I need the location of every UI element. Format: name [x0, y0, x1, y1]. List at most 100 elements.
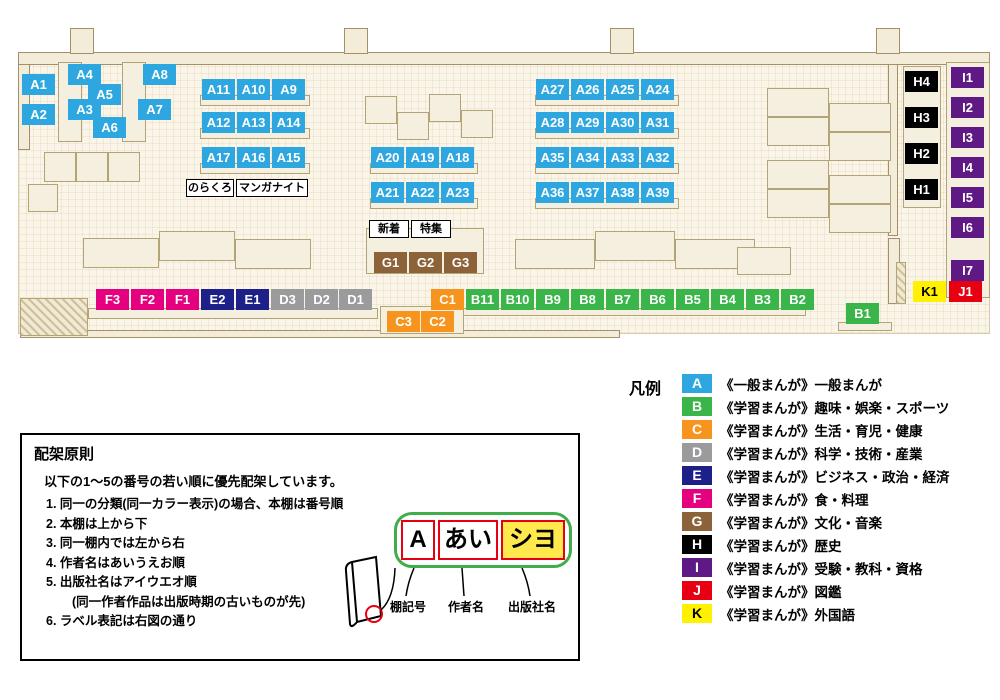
bookshelf	[767, 88, 829, 117]
legend-color-swatch: A	[682, 374, 712, 393]
shelf-label-a27: A27	[536, 79, 569, 100]
legend-item-f: F 《学習まんが》食・料理	[682, 487, 950, 510]
shelf-label-a2: A2	[22, 104, 55, 125]
label-example-diagram: A あい シヨ 棚記号 作者名 出版社名	[322, 510, 577, 660]
bookshelf	[28, 184, 58, 212]
bookshelf	[595, 231, 675, 261]
shelf-label-c1: C1	[431, 289, 464, 310]
shelf-label-b11: B11	[466, 289, 499, 310]
shelf-label-i1: I1	[951, 67, 984, 88]
principles-rule: 4. 作者名はあいうえお順	[46, 555, 185, 570]
shelf-label-b7: B7	[606, 289, 639, 310]
shelf-label-i7: I7	[951, 260, 984, 281]
shelf-label-c3: C3	[387, 311, 420, 332]
shelf-label-a9: A9	[272, 79, 305, 100]
caption-shelf-code: 棚記号	[390, 600, 427, 614]
shelf-label-h2: H2	[905, 143, 938, 164]
pointer-curve	[380, 567, 396, 611]
principles-title: 配架原則	[34, 446, 95, 463]
bookshelf	[429, 94, 461, 122]
bookshelf	[461, 110, 493, 138]
hatched-area	[896, 262, 906, 304]
shelf-label-a15: A15	[272, 147, 305, 168]
principles-rule: 2. 本棚は上から下	[46, 516, 148, 531]
shelf-label-d1: D1	[339, 289, 372, 310]
shelf-label-i5: I5	[951, 187, 984, 208]
shelf-label-b3: B3	[746, 289, 779, 310]
shelf-label-a20: A20	[371, 147, 404, 168]
shelf-label-k1: K1	[913, 281, 946, 302]
shelf-label-a12: A12	[202, 112, 235, 133]
label-captions: 棚記号 作者名 出版社名	[322, 598, 577, 618]
bookshelf	[515, 239, 595, 269]
shelf-label-a30: A30	[606, 112, 639, 133]
shelf-label-a39: A39	[641, 182, 674, 203]
shelf-label-a32: A32	[641, 147, 674, 168]
legend-color-swatch: D	[682, 443, 712, 462]
bookshelf	[737, 247, 791, 275]
legend-color-swatch: K	[682, 604, 712, 623]
shelf-label-a10: A10	[237, 79, 270, 100]
bookshelf	[767, 189, 829, 218]
shelf-label-b6: B6	[641, 289, 674, 310]
label-example: A あい シヨ	[394, 512, 572, 568]
legend-item-g: G 《学習まんが》文化・音楽	[682, 510, 950, 533]
shelf-label-g1: G1	[374, 252, 407, 273]
shelf-label-a14: A14	[272, 112, 305, 133]
wall-segment	[70, 28, 94, 54]
caption-pointer-lines	[405, 567, 531, 597]
legend-color-swatch: I	[682, 558, 712, 577]
legend-color-swatch: F	[682, 489, 712, 508]
area-label: 新着	[369, 220, 409, 238]
bookshelf	[397, 112, 429, 140]
shelf-label-a7: A7	[138, 99, 171, 120]
shelf-label-a23: A23	[441, 182, 474, 203]
book-and-arrows-graphic	[344, 555, 531, 628]
legend-item-h: H《学習まんが》歴史	[682, 533, 950, 556]
legend-item-d: D 《学習まんが》科学・技術・産業	[682, 441, 950, 464]
shelf-label-i4: I4	[951, 157, 984, 178]
legend-item-label: 《学習まんが》文化・音楽	[720, 515, 882, 531]
shelving-principles-panel: 配架原則 以下の1〜5の番号の若い順に優先配架しています。 1. 同一の分類(同…	[20, 433, 580, 661]
shelf-label-a35: A35	[536, 147, 569, 168]
legend-item-label: 《学習まんが》図鑑	[720, 584, 842, 600]
legend-item-label: 《学習まんが》食・料理	[720, 492, 869, 508]
legend-item-k: K《学習まんが》外国語	[682, 602, 950, 625]
shelf-label-a28: A28	[536, 112, 569, 133]
legend-item-label: 《学習まんが》科学・技術・産業	[720, 446, 923, 462]
shelf-label-b9: B9	[536, 289, 569, 310]
bookshelf	[365, 96, 397, 124]
shelf-label-e1: E1	[236, 289, 269, 310]
principles-rule: 6. ラベル表記は右図の通り	[46, 614, 198, 628]
shelf-label-a1: A1	[22, 74, 55, 95]
bookshelf	[829, 103, 891, 132]
legend-item-e: E 《学習まんが》ビジネス・政治・経済	[682, 464, 950, 487]
legend-color-swatch: E	[682, 466, 712, 485]
wall-segment	[20, 330, 620, 338]
shelf-label-f3: F3	[96, 289, 129, 310]
label-shelf-code: A	[401, 520, 435, 560]
shelf-label-a33: A33	[606, 147, 639, 168]
shelf-label-a36: A36	[536, 182, 569, 203]
legend-color-swatch: G	[682, 512, 712, 531]
bookshelf	[76, 152, 108, 182]
shelf-label-h4: H4	[905, 71, 938, 92]
legend-item-label: 《学習まんが》ビジネス・政治・経済	[720, 469, 950, 485]
shelf-label-b10: B10	[501, 289, 534, 310]
caption-publisher: 出版社名	[508, 600, 557, 614]
shelf-label-h1: H1	[905, 179, 938, 200]
shelf-label-a16: A16	[237, 147, 270, 168]
shelf-label-a18: A18	[441, 147, 474, 168]
legend-item-label: 《学習まんが》生活・育児・健康	[720, 423, 923, 439]
shelf-label-j1: J1	[949, 281, 982, 302]
shelf-label-i6: I6	[951, 217, 984, 238]
bookshelf	[829, 175, 891, 204]
shelf-label-a37: A37	[571, 182, 604, 203]
legend-item-label: 《学習まんが》歴史	[720, 538, 842, 554]
legend-item-c: C《学習まんが》生活・育児・健康	[682, 418, 950, 441]
shelf-label-b2: B2	[781, 289, 814, 310]
bookshelf	[829, 132, 891, 161]
bookshelf	[83, 238, 159, 268]
